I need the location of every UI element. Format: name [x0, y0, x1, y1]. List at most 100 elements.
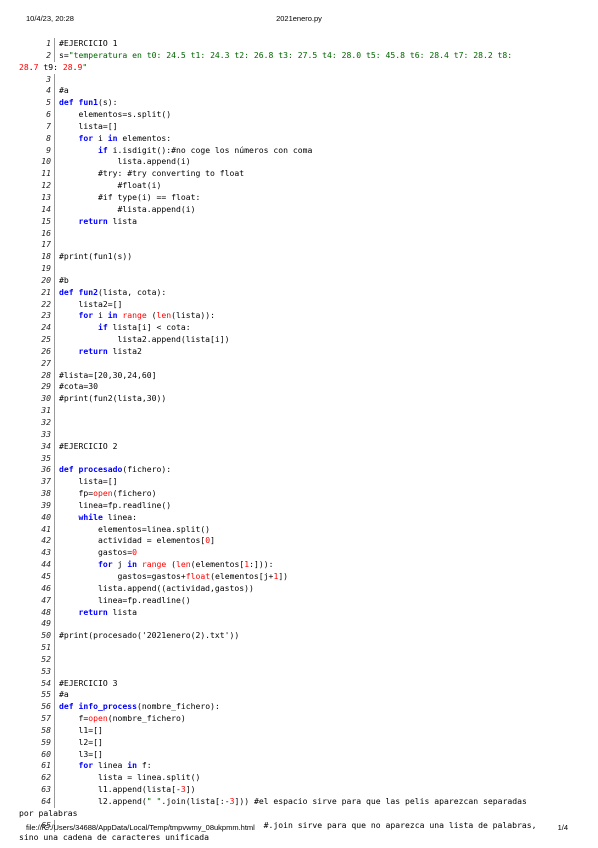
line-number: 10 — [17, 156, 55, 169]
code-text: #EJERCICIO 1 — [59, 38, 118, 48]
code-line: 40 while linea: — [17, 511, 583, 524]
code-text: #cota=30 — [59, 381, 98, 392]
code-line: 15 return lista — [17, 215, 583, 228]
code-text — [59, 74, 583, 86]
code-line: 51 — [17, 642, 583, 654]
code-text: for i in range (len(lista)): — [78, 310, 215, 321]
code-line: 48 return lista — [17, 606, 583, 619]
code-text: lista.append((actividad,gastos)) — [59, 582, 254, 593]
code-text: s="temperatura en t0: 24.5 t1: 24.3 t2: … — [59, 49, 513, 60]
code-text: #print(fun2(lista,30)) — [59, 393, 167, 404]
code-text — [59, 417, 583, 429]
code-line: 22 lista2=[] — [17, 298, 583, 311]
code-line: 14 #lista.append(i) — [17, 203, 583, 216]
line-number: 21 — [17, 286, 55, 299]
line-number: 38 — [17, 488, 55, 500]
code-line: 64 l2.append(" ".join(lista[:-3])) #el e… — [17, 796, 583, 808]
code-line: 50#print(procesado('2021enero(2).txt')) — [17, 630, 583, 643]
code-line: 54#EJERCICIO 3 — [17, 677, 583, 690]
code-line: 28 #lista=[20,30,24,60] — [17, 369, 583, 382]
line-number: 33 — [17, 428, 55, 441]
line-number: 1 — [17, 38, 55, 50]
code-line: 57 f=open(nombre_fichero) — [17, 713, 583, 725]
code-text — [59, 228, 583, 240]
line-number: 35 — [17, 452, 55, 465]
line-number: 61 — [17, 760, 55, 773]
code-text: #lista=[20,30,24,60] — [59, 369, 157, 380]
code-text: fp=open(fichero) — [59, 488, 157, 499]
line-number: 65 — [17, 819, 55, 832]
code-line: 30 #print(fun2(lista,30)) — [17, 393, 583, 406]
code-text: l2=[] — [59, 736, 103, 747]
line-number: 22 — [17, 298, 55, 311]
code-text: #if type(i) == float: — [59, 191, 201, 202]
code-text: l3=[] — [59, 748, 103, 759]
code-line: 35 — [17, 452, 583, 465]
code-text: #print(procesado('2021enero(2).txt')) — [59, 630, 240, 641]
code-text — [59, 239, 583, 251]
code-line: 4#a — [17, 85, 583, 98]
code-line: 23 for i in range (len(lista)): — [17, 310, 583, 323]
line-number: 60 — [17, 748, 55, 761]
document-title: 2021enero.py — [276, 14, 322, 23]
line-number: 32 — [17, 417, 55, 429]
line-number: 14 — [17, 203, 55, 216]
line-number: 30 — [17, 393, 55, 406]
code-line: 33 — [17, 428, 583, 441]
code-line: 13 #if type(i) == float: — [17, 191, 583, 204]
line-number: 37 — [17, 476, 55, 489]
line-number: 56 — [17, 701, 55, 714]
line-number: 36 — [17, 464, 55, 477]
code-line: 42 actividad = elementos[0] — [17, 535, 583, 548]
code-line: 53 — [17, 665, 583, 678]
code-line: 65 #.join sirve para que no aparezca una… — [17, 819, 583, 832]
line-number: 31 — [17, 405, 55, 417]
code-line: 52 — [17, 653, 583, 666]
line-number: 48 — [17, 606, 55, 619]
code-line: 55#a — [17, 689, 583, 702]
code-line: 17 — [17, 239, 583, 252]
code-text — [59, 263, 583, 275]
code-text: #float(i) — [59, 180, 162, 191]
code-text: f=open(nombre_fichero) — [59, 713, 186, 724]
code-line: 59 l2=[] — [17, 736, 583, 749]
code-text: #lista.append(i) — [59, 203, 196, 214]
line-number: 64 — [17, 796, 55, 808]
code-text: #EJERCICIO 2 — [59, 440, 118, 451]
code-line: 3 — [17, 73, 583, 86]
code-text — [59, 642, 583, 654]
line-number: 3 — [17, 73, 55, 86]
code-line: 46 lista.append((actividad,gastos)) — [17, 582, 583, 595]
line-number: 26 — [17, 345, 55, 358]
code-text: #try: #try converting to float — [59, 168, 245, 179]
code-line: 19 — [17, 263, 583, 275]
print-datetime: 10/4/23, 20:28 — [26, 14, 74, 23]
code-text: def info_process(nombre_fichero): — [59, 701, 220, 712]
code-text: lista2.append(lista[i]) — [59, 334, 230, 345]
line-number: 23 — [17, 310, 55, 323]
line-number: 34 — [17, 440, 55, 453]
code-text: for j in range (len(elementos[1:])): — [97, 559, 274, 570]
code-text: for i in elementos: — [78, 132, 172, 143]
code-text: def fun2(lista, cota): — [59, 286, 167, 297]
code-text — [59, 666, 583, 678]
code-text: l1=[] — [59, 724, 103, 735]
code-text: linea=fp.readline() — [59, 594, 191, 605]
line-number: 42 — [17, 535, 55, 548]
code-line: 27 — [17, 357, 583, 370]
code-text — [59, 358, 583, 370]
code-text: while linea: — [78, 511, 138, 522]
line-number: 28 — [17, 369, 55, 382]
code-text: #.join sirve para que no aparezca una li… — [59, 819, 537, 830]
code-line-wrap: 28.7 t9: 28.9" — [19, 61, 88, 72]
code-text: l1.append(lista[-3]) — [59, 784, 196, 795]
line-number: 27 — [17, 357, 55, 370]
line-number: 18 — [17, 251, 55, 264]
line-number: 9 — [17, 144, 55, 157]
line-number: 55 — [17, 689, 55, 702]
line-number: 29 — [17, 381, 55, 394]
code-text — [59, 654, 583, 666]
